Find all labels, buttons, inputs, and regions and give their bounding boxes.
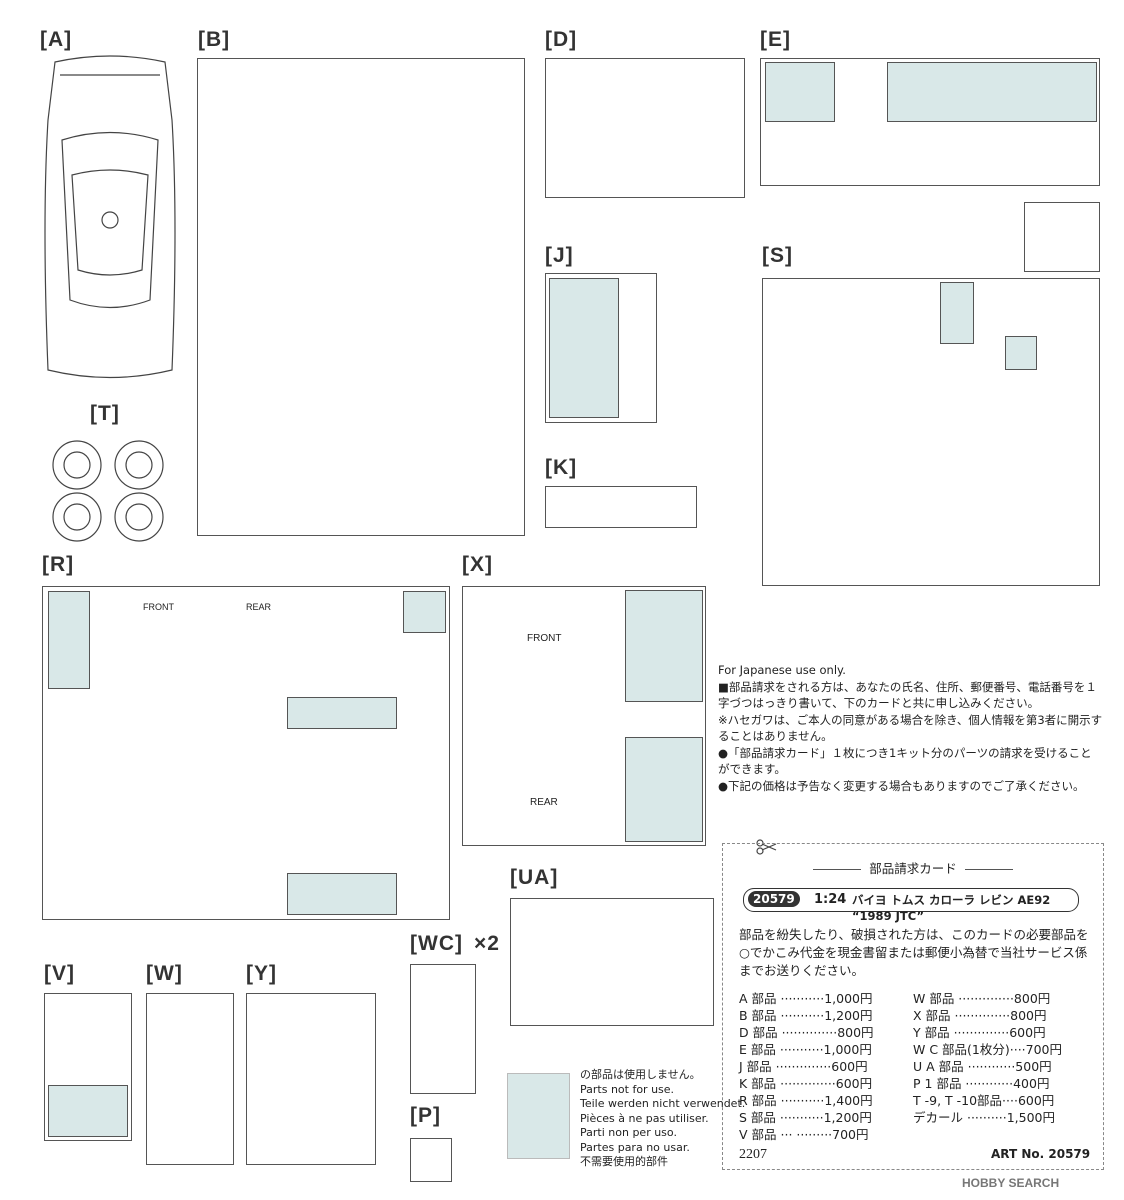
unused-area xyxy=(887,62,1097,122)
price-row: W 部品 ··············800円 xyxy=(913,991,1051,1006)
section-label-s: [S] xyxy=(762,244,793,267)
car-body-top-view xyxy=(44,55,176,379)
not-used-line: 不需要使用的部件 xyxy=(580,1155,668,1168)
sprue-wc xyxy=(410,964,476,1094)
section-label-a: [A] xyxy=(40,28,73,51)
sprue-w xyxy=(146,993,234,1165)
section-label-e: [E] xyxy=(760,28,791,51)
section-label-p: [P] xyxy=(410,1104,441,1127)
section-label-w: [W] xyxy=(146,962,183,985)
price-row: P 1 部品 ············400円 xyxy=(913,1076,1050,1091)
not-used-line: Parts not for use. xyxy=(580,1082,675,1096)
rear-label: REAR xyxy=(530,797,558,808)
sprue-r xyxy=(42,586,450,920)
kit-code: 20579 xyxy=(748,891,800,907)
unused-area xyxy=(625,590,703,702)
notice-line: ●「部品請求カード」１枚につき1キット分のパーツの請求を受けることができます。 xyxy=(718,745,1092,777)
price-row: E 部品 ···········1,000円 xyxy=(739,1042,872,1057)
not-used-legend: の部品は使用しません。 Parts not for use. Teile wer… xyxy=(580,1068,745,1170)
price-row: V 部品 ··· ·········700円 xyxy=(739,1127,869,1142)
price-row: X 部品 ··············800円 xyxy=(913,1008,1047,1023)
price-row: R 部品 ···········1,400円 xyxy=(739,1093,873,1108)
unused-area xyxy=(765,62,835,122)
japanese-notice: For Japanese use only. ■部品請求をされる方は、あなたの氏… xyxy=(718,662,1103,794)
price-row: S 部品 ···········1,200円 xyxy=(739,1110,872,1125)
not-used-line: Parti non per uso. xyxy=(580,1126,677,1139)
price-row: Y 部品 ··············600円 xyxy=(913,1025,1046,1040)
kit-scale: 1:24 xyxy=(814,892,847,907)
unused-area xyxy=(287,697,397,729)
not-used-line: の部品は使用しません。 xyxy=(580,1068,701,1081)
notice-line: ●下記の価格は予告なく変更する場合もありますのでご了承ください。 xyxy=(718,778,1085,793)
section-label-b: [B] xyxy=(198,28,231,51)
price-row: K 部品 ··············600円 xyxy=(739,1076,873,1091)
section-label-x: [X] xyxy=(462,553,493,576)
not-used-swatch xyxy=(507,1073,570,1159)
notice-line: For Japanese use only. xyxy=(718,663,846,677)
section-label-v: [V] xyxy=(44,962,75,985)
section-label-j: [J] xyxy=(545,244,574,267)
price-row: T -9, T -10部品····600円 xyxy=(913,1093,1055,1108)
card-instructions: 部品を紛失したり、破損された方は、このカードの必要部品を○でかこみ代金を現金書留… xyxy=(739,927,1089,978)
front-label: FRONT xyxy=(527,633,562,644)
price-row: W C 部品(1枚分)····700円 xyxy=(913,1042,1062,1057)
not-used-line: Pièces à ne pas utiliser. xyxy=(580,1111,709,1125)
unused-area xyxy=(287,873,397,915)
price-row: J 部品 ··············600円 xyxy=(739,1059,868,1074)
unused-area xyxy=(1005,336,1037,370)
card-code-number: 2207 xyxy=(739,1147,767,1162)
section-label-ua: [UA] xyxy=(510,866,559,889)
section-label-y: [Y] xyxy=(246,962,277,985)
section-label-k: [K] xyxy=(545,456,578,479)
unused-area xyxy=(625,737,703,842)
not-used-line: Teile werden nicht verwendet. xyxy=(580,1097,746,1110)
unused-area xyxy=(940,282,974,344)
price-row: デカール ··········1,500円 xyxy=(913,1110,1055,1125)
not-used-line: Partes para no usar. xyxy=(580,1140,690,1154)
price-row: D 部品 ··············800円 xyxy=(739,1025,874,1040)
price-row: A 部品 ···········1,000円 xyxy=(739,991,873,1006)
section-label-t: [T] xyxy=(90,402,120,425)
parts-order-card: 部品請求カード 20579 1:24 バイヨ トムス カローラ レビン AE92… xyxy=(722,843,1104,1170)
wc-multiplier: ×2 xyxy=(474,932,500,955)
tires xyxy=(52,440,164,542)
section-label-d: [D] xyxy=(545,28,578,51)
sprue-d xyxy=(545,58,745,198)
unused-area xyxy=(549,278,619,418)
unused-area xyxy=(48,1085,128,1137)
sprue-k xyxy=(545,486,697,528)
price-row: B 部品 ···········1,200円 xyxy=(739,1008,873,1023)
notice-line: ■部品請求をされる方は、あなたの氏名、住所、郵便番号、電話番号を１字づつはっきり… xyxy=(718,679,1097,711)
watermark-logo: HOBBY SEARCH xyxy=(962,1176,1060,1190)
kit-code-box: 20579 1:24 バイヨ トムス カローラ レビン AE92 “1989 J… xyxy=(743,888,1079,923)
sprue-ua xyxy=(510,898,714,1026)
art-number: ART No. 20579 xyxy=(991,1147,1091,1161)
section-label-wc: [WC] xyxy=(410,932,463,955)
unused-area xyxy=(403,591,446,633)
price-row: U A 部品 ············500円 xyxy=(913,1059,1052,1074)
sprue-s xyxy=(762,278,1100,586)
sprue-p xyxy=(410,1138,452,1182)
section-label-r: [R] xyxy=(42,553,75,576)
notice-line: ※ハセガワは、ご本人の同意がある場合を除き、個人情報を第3者に開示することはあり… xyxy=(718,712,1103,744)
kit-name: バイヨ トムス カローラ レビン AE92 “1989 JTC” xyxy=(852,893,1051,923)
rear-label: REAR xyxy=(246,602,272,612)
sprue-b xyxy=(197,58,525,536)
front-label: FRONT xyxy=(143,602,174,612)
unused-area xyxy=(48,591,90,689)
sprue-s-tab xyxy=(1024,202,1100,272)
card-title: 部品請求カード xyxy=(723,858,1103,877)
sprue-y xyxy=(246,993,376,1165)
